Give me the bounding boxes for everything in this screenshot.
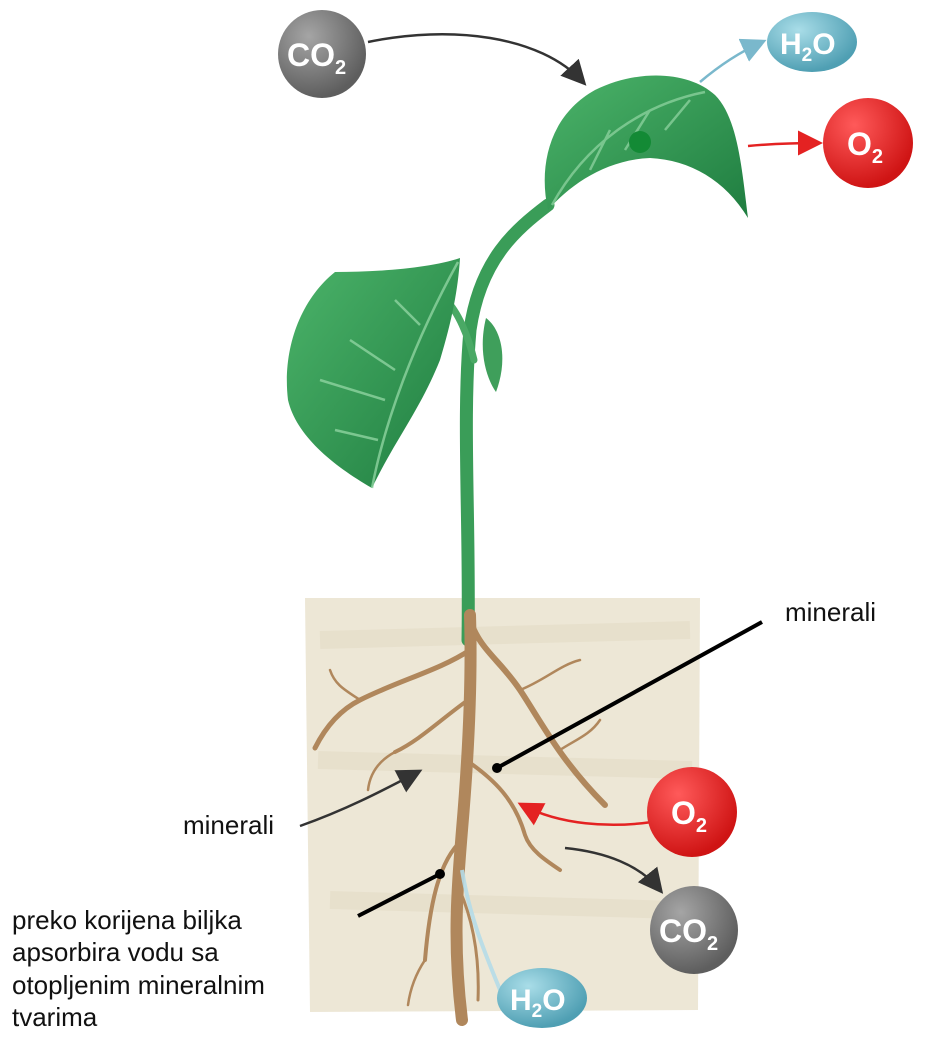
soil [305,598,700,1012]
h2o-soil-molecule: H2O [497,968,587,1028]
plant-stem [466,205,548,640]
cotyledon-leaf [483,318,503,392]
o2-top-molecule: O2 [823,98,913,188]
label-root-absorption: preko korijena biljka apsorbira vodu sa … [12,905,272,1032]
minerali-right-dot [492,763,502,773]
co2-top-molecule: CO2 [278,10,366,98]
label-minerali-left: minerali [183,810,274,840]
stoma-spot [629,131,651,153]
o2-soil-molecule: O2 [647,767,737,857]
label-root-absorption-line: tvarima [12,1002,98,1032]
leaf-to-h2o-arrow [700,42,762,82]
label-minerali-right: minerali [785,597,876,627]
label-root-absorption-line: otopljenim mineralnim [12,970,265,1000]
leaf-to-o2-arrow [748,143,818,146]
label-root-absorption-line: apsorbira vodu sa [12,937,219,967]
h2o-top-molecule: H2O [767,12,857,72]
root-absorption-dot [435,869,445,879]
co2-soil-molecule: CO2 [650,886,738,974]
co2-to-leaf-arrow [368,34,583,82]
left-leaf [287,258,460,488]
label-root-absorption-line: preko korijena biljka [12,905,242,935]
